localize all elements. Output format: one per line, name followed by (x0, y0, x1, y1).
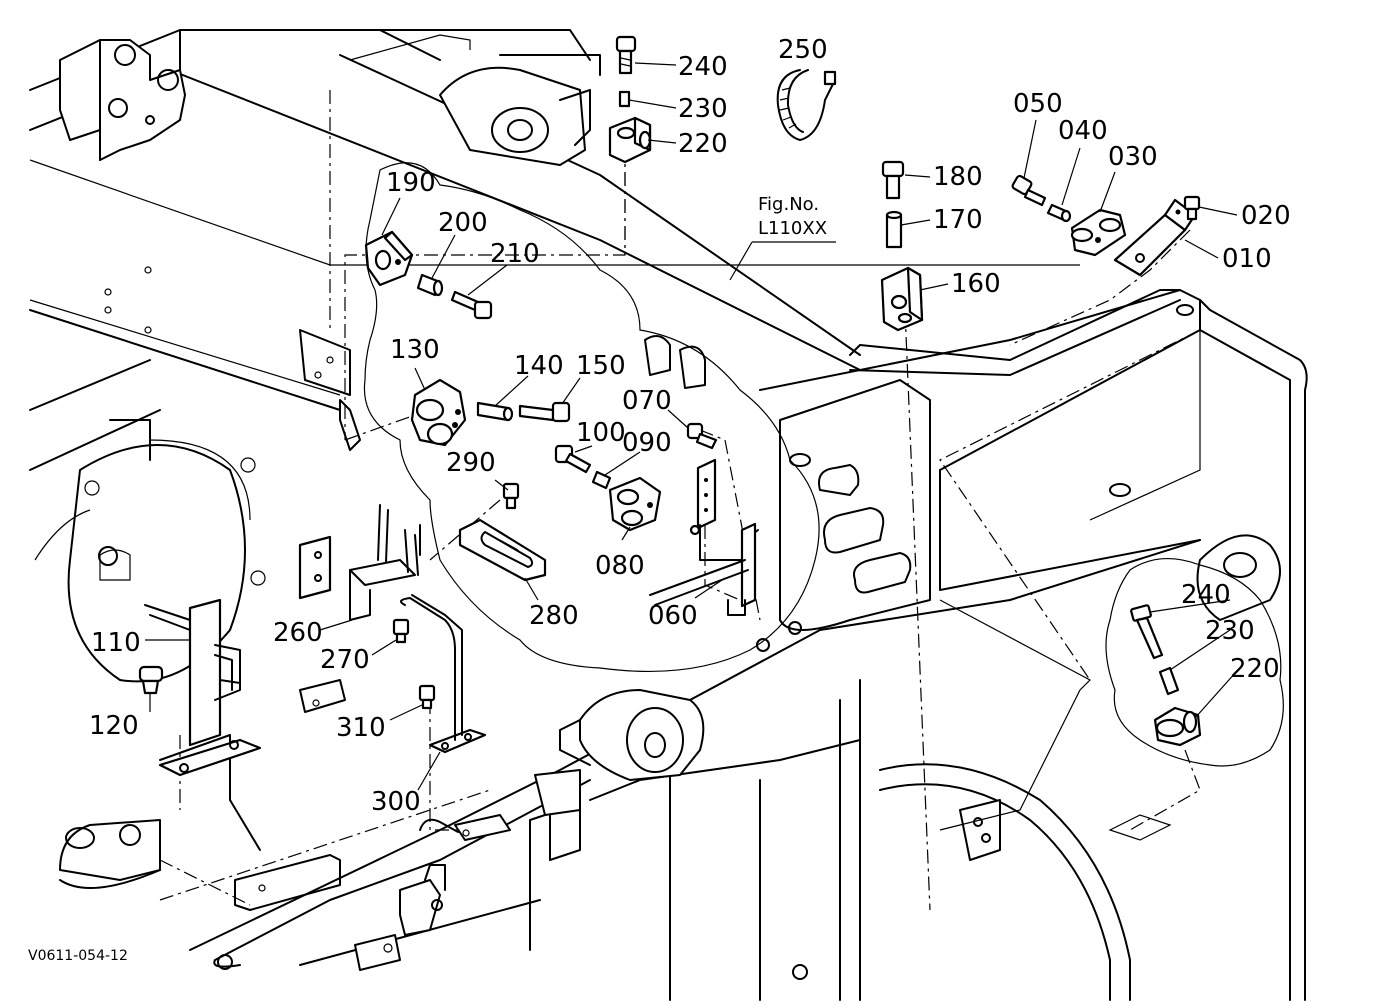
part-200-spacer (416, 273, 444, 297)
label-230-right: 230 (1205, 616, 1255, 646)
part-250-cable-tie (776, 69, 837, 141)
figure-reference: Fig.No. L110XX (729, 194, 836, 281)
label-050: 050 (1013, 89, 1063, 119)
label-280: 280 (529, 601, 579, 631)
label-220-top: 220 (678, 129, 728, 159)
part-060-bracket (649, 458, 759, 616)
label-040: 040 (1058, 116, 1108, 146)
detail-callout-outline (363, 162, 1284, 841)
label-140: 140 (514, 351, 564, 381)
part-190-clamp (364, 230, 414, 287)
label-300: 300 (371, 787, 421, 817)
label-270: 270 (320, 645, 370, 675)
part-310-bolt (418, 684, 436, 710)
machine-frame (29, 29, 1308, 1001)
part-220-clamp-right (1153, 706, 1202, 747)
part-010-bracket (1113, 198, 1197, 277)
part-270-bolt (392, 618, 410, 644)
label-240-top: 240 (678, 52, 728, 82)
label-240-right: 240 (1181, 580, 1231, 610)
part-labels: 240 230 220 250 050 040 030 020 010 180 … (89, 35, 1291, 817)
label-170: 170 (933, 205, 983, 235)
label-080: 080 (595, 551, 645, 581)
part-240-bolt-top (615, 35, 637, 75)
label-110: 110 (91, 628, 141, 658)
label-130: 130 (390, 335, 440, 365)
part-040-spacer (1046, 203, 1072, 223)
part-170-spacer (885, 210, 903, 249)
label-160: 160 (951, 269, 1001, 299)
diagram-code: V0611-054-12 (28, 948, 128, 964)
part-230-spacer-right (1158, 666, 1180, 696)
part-090-spacer (591, 470, 612, 490)
part-080-clamp (608, 476, 662, 532)
part-230-spacer-top (618, 90, 631, 108)
part-050-bolt (1011, 174, 1047, 207)
part-220-clamp-top (608, 116, 652, 164)
part-300-bracket (299, 594, 511, 841)
label-020: 020 (1241, 201, 1291, 231)
part-110-bracket (144, 598, 262, 777)
figure-ref-line2: L110XX (758, 218, 827, 239)
part-280-plate (458, 518, 547, 582)
label-290: 290 (446, 448, 496, 478)
part-260-bracket (298, 504, 421, 621)
label-120: 120 (89, 711, 139, 741)
part-130-clamp (410, 378, 467, 447)
label-150: 150 (576, 351, 626, 381)
figure-ref-line1: Fig.No. (758, 194, 819, 215)
label-070: 070 (622, 386, 672, 416)
label-200: 200 (438, 208, 488, 238)
part-290-bolt (502, 482, 520, 510)
label-leaders (145, 62, 1238, 791)
label-190: 190 (386, 168, 436, 198)
label-180: 180 (933, 162, 983, 192)
label-310: 310 (336, 713, 386, 743)
part-150-bolt (518, 401, 571, 423)
part-030-clamp (1070, 208, 1127, 257)
part-180-bolt (881, 160, 905, 200)
label-220-right: 220 (1230, 654, 1280, 684)
label-260: 260 (273, 618, 323, 648)
part-210-bolt (450, 290, 493, 320)
label-090: 090 (622, 428, 672, 458)
label-030: 030 (1108, 142, 1158, 172)
label-100: 100 (576, 418, 626, 448)
leader-lines (179, 90, 1201, 911)
part-070-bolt (686, 422, 718, 450)
part-020-bolt (1183, 195, 1201, 221)
label-250: 250 (778, 35, 828, 65)
part-160-clamp (880, 266, 924, 332)
part-100-bolt (554, 444, 592, 474)
label-230-top: 230 (678, 94, 728, 124)
label-210: 210 (490, 239, 540, 269)
label-060: 060 (648, 601, 698, 631)
label-010: 010 (1222, 244, 1272, 274)
part-240-bolt-right (1130, 604, 1164, 660)
part-140-spacer (476, 401, 514, 422)
part-120-bolt (138, 665, 164, 695)
